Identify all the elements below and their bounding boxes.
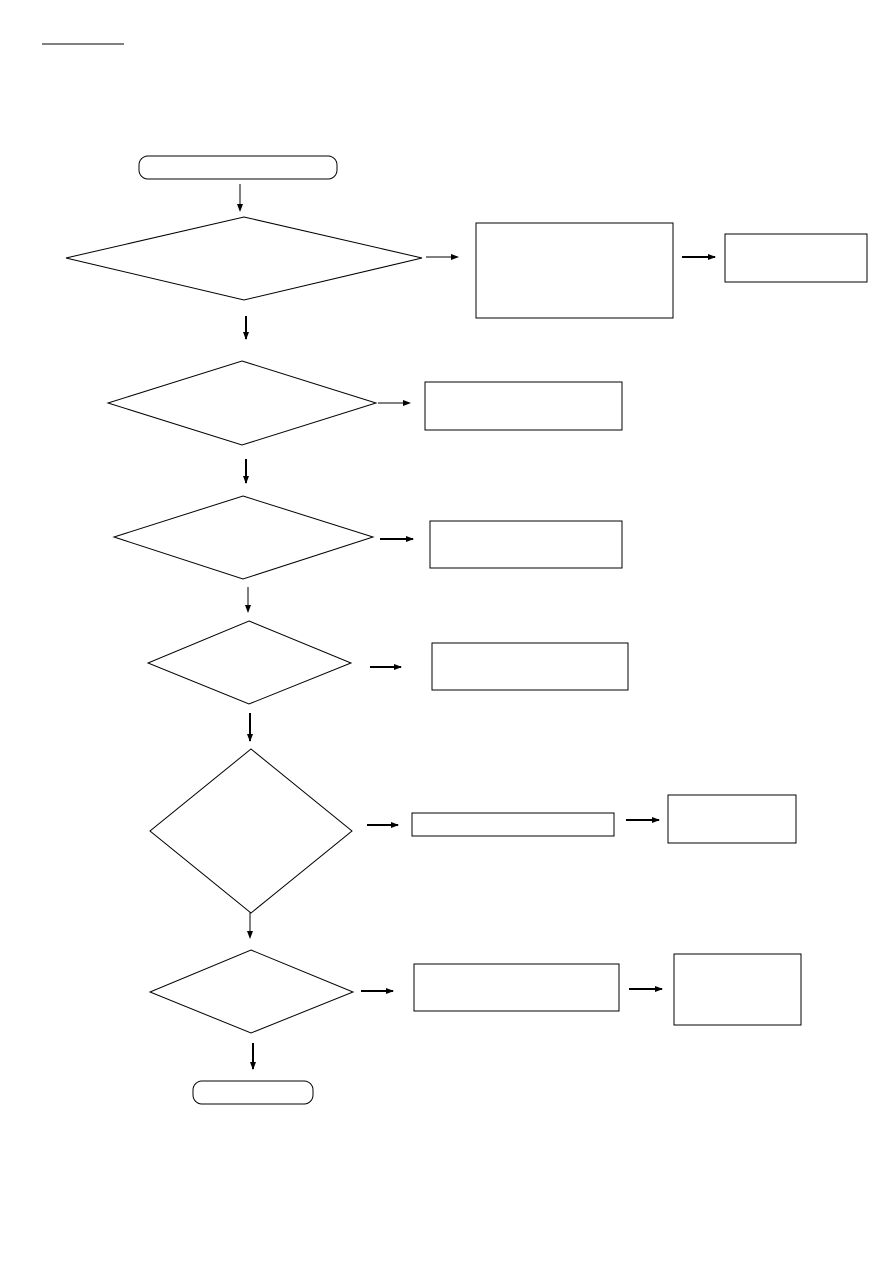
action-6b-box bbox=[673, 953, 802, 1026]
decision-2-diamond bbox=[106, 360, 378, 446]
action-1b-box bbox=[724, 233, 868, 283]
decision-3-diamond bbox=[112, 495, 375, 580]
action-5a-box bbox=[411, 812, 615, 837]
action-1a-box bbox=[475, 222, 674, 319]
action-2-box bbox=[424, 381, 623, 431]
start-terminator bbox=[138, 155, 338, 180]
decision-1-diamond bbox=[65, 216, 423, 301]
action-4-box bbox=[431, 642, 629, 691]
decision-6-diamond bbox=[148, 949, 355, 1034]
action-3-box bbox=[429, 520, 623, 569]
decision-5-diamond bbox=[149, 748, 353, 914]
end-terminator bbox=[192, 1080, 314, 1105]
action-6a-box bbox=[413, 963, 620, 1012]
action-5b-box bbox=[667, 794, 797, 844]
decision-4-diamond bbox=[146, 620, 353, 705]
